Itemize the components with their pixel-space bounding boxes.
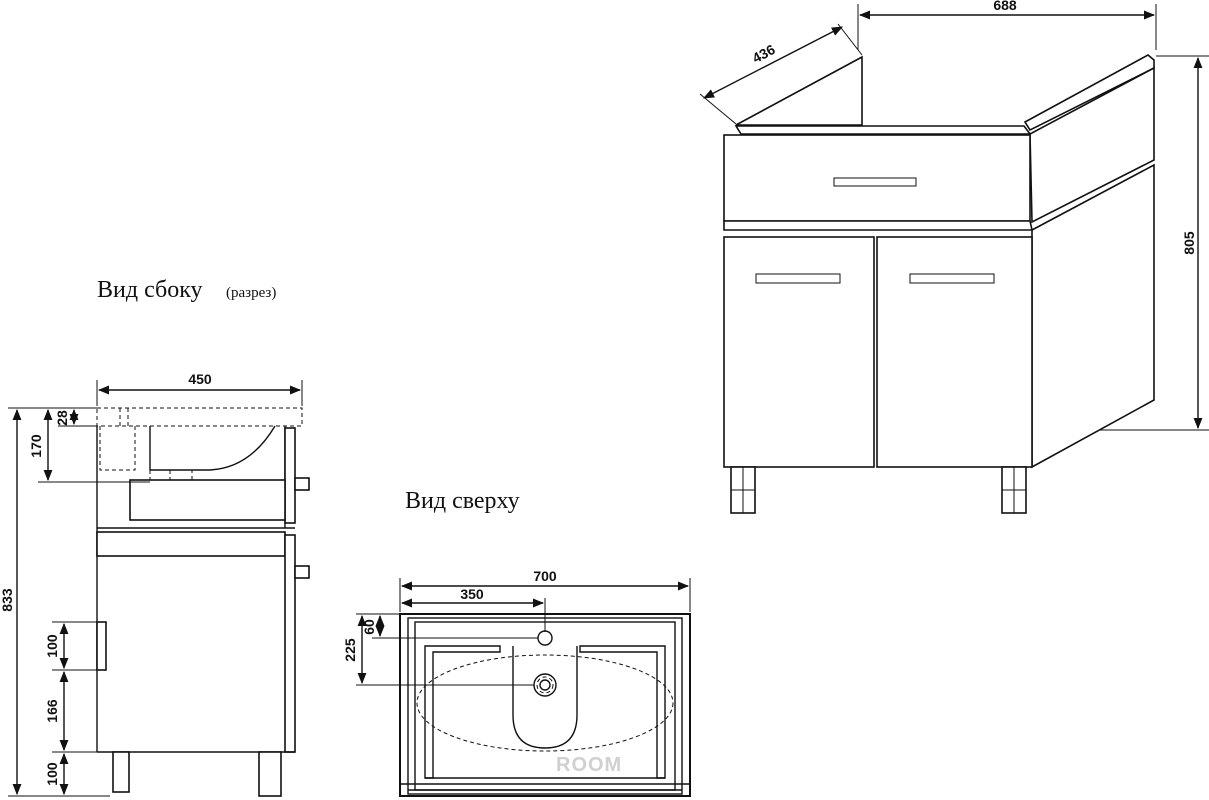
left-door-handle bbox=[755, 273, 841, 284]
side-leg-left bbox=[112, 751, 130, 793]
top-view: Вид сверху ROOM 700 350 bbox=[342, 488, 691, 797]
side-view-subtitle: (разрез) bbox=[226, 285, 276, 301]
back-bracket bbox=[96, 621, 107, 671]
left-back-panel bbox=[735, 55, 863, 126]
dim-label-350: 350 bbox=[460, 586, 484, 602]
drawer-handle bbox=[833, 177, 917, 187]
drain-inner bbox=[539, 679, 551, 691]
perspective-view: 688 436 805 bbox=[699, 0, 1209, 514]
right-top-rail bbox=[1023, 54, 1155, 132]
side-leg-right bbox=[258, 751, 282, 797]
right-upper-side bbox=[1029, 66, 1155, 224]
dim-label-60: 60 bbox=[361, 619, 377, 635]
dim-label-688: 688 bbox=[993, 0, 1017, 13]
dim-line-436 bbox=[703, 26, 843, 99]
top-rim bbox=[734, 125, 1032, 135]
dim-label-225: 225 bbox=[342, 638, 358, 662]
top-view-title: Вид сверху bbox=[405, 488, 520, 514]
right-door bbox=[876, 236, 1033, 468]
dim-label-450: 450 bbox=[188, 371, 212, 387]
dim-label-805: 805 bbox=[1181, 231, 1197, 255]
tap-hole bbox=[537, 630, 553, 646]
dim-label-leg: 100 bbox=[44, 762, 60, 786]
side-door-front bbox=[284, 534, 296, 753]
side-drawer-front bbox=[284, 427, 296, 524]
right-door-handle bbox=[909, 273, 995, 284]
dim-label-28: 28 bbox=[54, 410, 70, 426]
side-door-handle bbox=[294, 565, 310, 579]
basin-bowl bbox=[149, 425, 276, 471]
watermark: ROOM bbox=[556, 754, 622, 776]
side-view-title: Вид сбоку bbox=[97, 277, 203, 303]
dim-label-offset: 166 bbox=[44, 699, 60, 723]
side-view: Вид сбоку (разрез) 450 833 bbox=[0, 277, 310, 797]
dim-label-700: 700 bbox=[533, 568, 557, 584]
dim-label-833: 833 bbox=[0, 588, 15, 612]
left-door bbox=[723, 236, 875, 468]
countertop-outline bbox=[96, 407, 303, 427]
basin-oval bbox=[416, 654, 674, 752]
drain-channel bbox=[512, 646, 578, 749]
dim-label-handle: 100 bbox=[44, 634, 60, 658]
drawer-box bbox=[129, 479, 286, 521]
frame-rail bbox=[723, 220, 1033, 231]
top-outer-frame bbox=[399, 613, 691, 797]
dim-label-170: 170 bbox=[28, 434, 44, 458]
shelf-rail bbox=[96, 531, 286, 557]
side-drawer-handle bbox=[294, 477, 310, 491]
